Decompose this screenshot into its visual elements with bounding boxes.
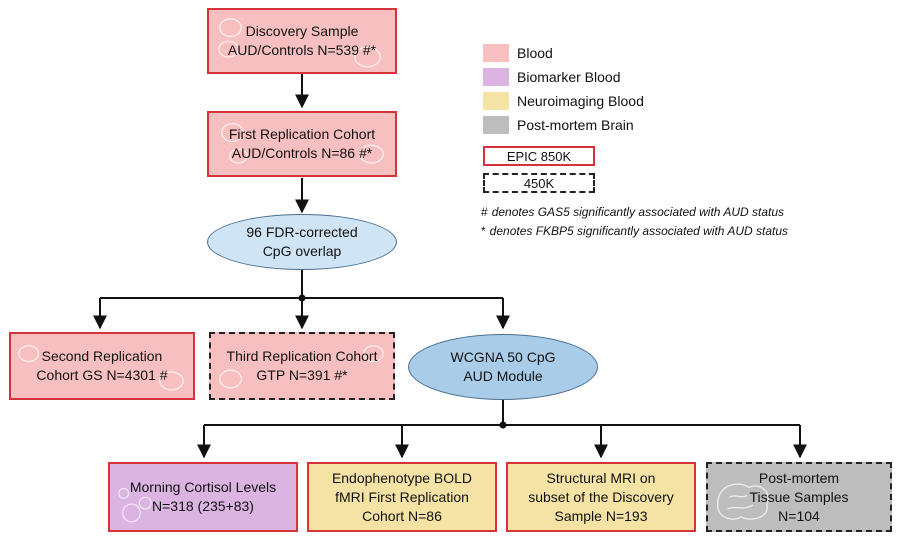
legend-swatch-biomarker bbox=[483, 68, 509, 86]
legend-key-450k-label: 450K bbox=[523, 175, 555, 191]
blood-cells-icon bbox=[221, 123, 384, 164]
morning-cortisol-label: Morning Cortisol Levels N=318 (235+83) bbox=[129, 479, 277, 514]
note-hash-text: denotes GAS5 significantly associated wi… bbox=[491, 205, 785, 219]
endophenotype-box: Endophenotype BOLD fMRI First Replicatio… bbox=[307, 462, 497, 532]
post-mortem-box: Post-mortem Tissue Samples N=104 bbox=[706, 462, 892, 532]
first-replication-label: First Replication Cohort AUD/Controls N=… bbox=[228, 126, 376, 161]
legend-item-brain: Post-mortem Brain bbox=[483, 115, 634, 135]
brain-icon bbox=[717, 483, 769, 520]
blood-cells-icon bbox=[18, 345, 184, 391]
structural-mri-box: Structural MRI on subset of the Discover… bbox=[506, 462, 696, 532]
legend-swatch-blood bbox=[483, 44, 509, 62]
wcgna-module-label: WCGNA 50 CpG AUD Module bbox=[450, 349, 556, 384]
legend-key-450k: 450K bbox=[483, 173, 595, 193]
biomarker-icon bbox=[118, 487, 152, 523]
blood-drop-icon bbox=[218, 18, 381, 68]
legend-swatch-neuroimaging bbox=[483, 92, 509, 110]
legend-label: Post-mortem Brain bbox=[517, 117, 634, 133]
first-replication-box: First Replication Cohort AUD/Controls N=… bbox=[207, 111, 397, 177]
junction-dot-bottom bbox=[499, 421, 507, 429]
legend-key-epic: EPIC 850K bbox=[483, 146, 595, 166]
discovery-sample-box: Discovery Sample AUD/Controls N=539 #* bbox=[207, 8, 397, 74]
third-replication-box: Third Replication Cohort GTP N=391 #* bbox=[209, 332, 395, 400]
third-replication-label: Third Replication Cohort GTP N=391 #* bbox=[226, 348, 378, 383]
legend-swatch-brain bbox=[483, 116, 509, 134]
legend-item-blood: Blood bbox=[483, 43, 553, 63]
legend-item-neuroimaging: Neuroimaging Blood bbox=[483, 91, 644, 111]
note-fkbp5: *denotes FKBP5 significantly associated … bbox=[481, 224, 788, 238]
post-mortem-label: Post-mortem Tissue Samples N=104 bbox=[749, 469, 849, 524]
morning-cortisol-box: Morning Cortisol Levels N=318 (235+83) bbox=[108, 462, 298, 532]
legend-label: Neuroimaging Blood bbox=[517, 93, 644, 109]
discovery-sample-label: Discovery Sample AUD/Controls N=539 #* bbox=[227, 23, 377, 58]
blood-cells-icon bbox=[219, 345, 384, 389]
structural-mri-label: Structural MRI on subset of the Discover… bbox=[528, 469, 674, 524]
note-star-symbol: * bbox=[481, 224, 486, 238]
fdr-overlap-label: 96 FDR-corrected CpG overlap bbox=[246, 224, 358, 259]
legend-item-biomarker: Biomarker Blood bbox=[483, 67, 621, 87]
legend-label: Biomarker Blood bbox=[517, 69, 621, 85]
note-hash-symbol: # bbox=[481, 205, 488, 219]
legend-key-epic-label: EPIC 850K bbox=[506, 148, 572, 164]
second-replication-box: Second Replication Cohort GS N=4301 # bbox=[9, 332, 195, 400]
endophenotype-label: Endophenotype BOLD fMRI First Replicatio… bbox=[331, 469, 473, 524]
wcgna-module-oval: WCGNA 50 CpG AUD Module bbox=[408, 334, 598, 400]
second-replication-label: Second Replication Cohort GS N=4301 # bbox=[36, 348, 168, 383]
note-star-text: denotes FKBP5 significantly associated w… bbox=[489, 224, 789, 238]
fdr-overlap-oval: 96 FDR-corrected CpG overlap bbox=[207, 214, 397, 270]
note-gas5: #denotes GAS5 significantly associated w… bbox=[481, 205, 784, 219]
legend-label: Blood bbox=[517, 45, 553, 61]
junction-dot-top bbox=[298, 294, 306, 302]
